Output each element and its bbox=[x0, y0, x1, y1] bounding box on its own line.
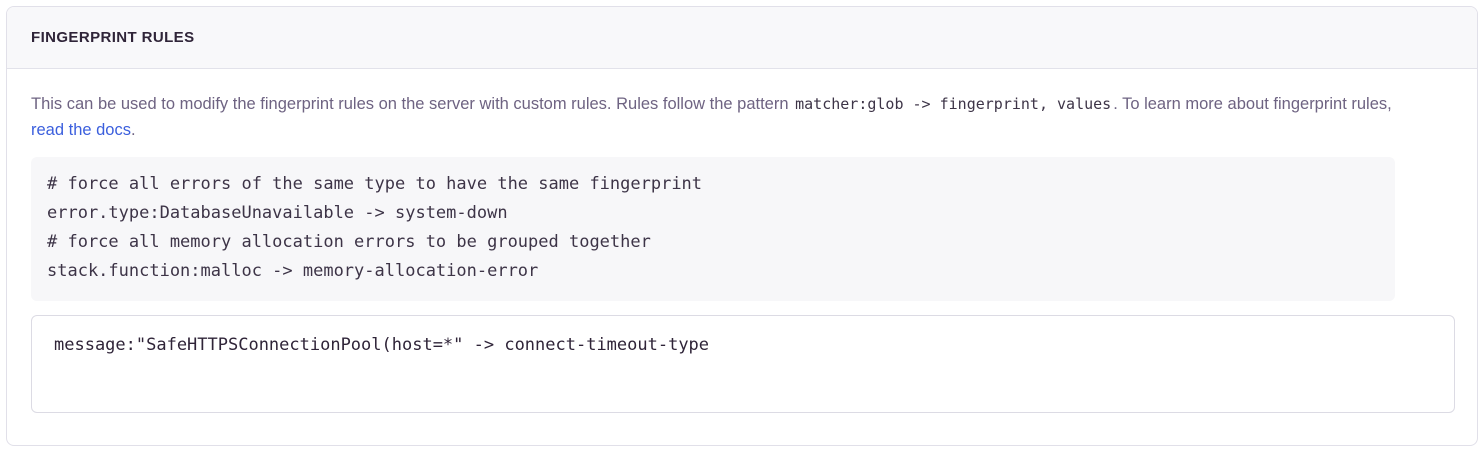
example-code-block: # force all errors of the same type to h… bbox=[31, 157, 1395, 301]
read-the-docs-link[interactable]: read the docs bbox=[31, 121, 131, 139]
description-text-before-code: This can be used to modify the fingerpri… bbox=[31, 95, 794, 113]
panel-body: This can be used to modify the fingerpri… bbox=[7, 69, 1477, 413]
panel-header: FINGERPRINT RULES bbox=[7, 7, 1477, 69]
panel-description: This can be used to modify the fingerpri… bbox=[31, 91, 1411, 143]
fingerprint-rules-panel: FINGERPRINT RULES This can be used to mo… bbox=[6, 6, 1478, 446]
description-text-after-link: . bbox=[130, 121, 136, 139]
description-text-after-code: . To learn more about fingerprint rules, bbox=[1113, 95, 1392, 113]
inline-code-pattern: matcher:glob -> fingerprint, values bbox=[795, 95, 1112, 113]
page-title: FINGERPRINT RULES bbox=[31, 29, 195, 46]
fingerprint-rules-input[interactable] bbox=[31, 315, 1455, 413]
example-code-text: # force all errors of the same type to h… bbox=[47, 174, 703, 281]
